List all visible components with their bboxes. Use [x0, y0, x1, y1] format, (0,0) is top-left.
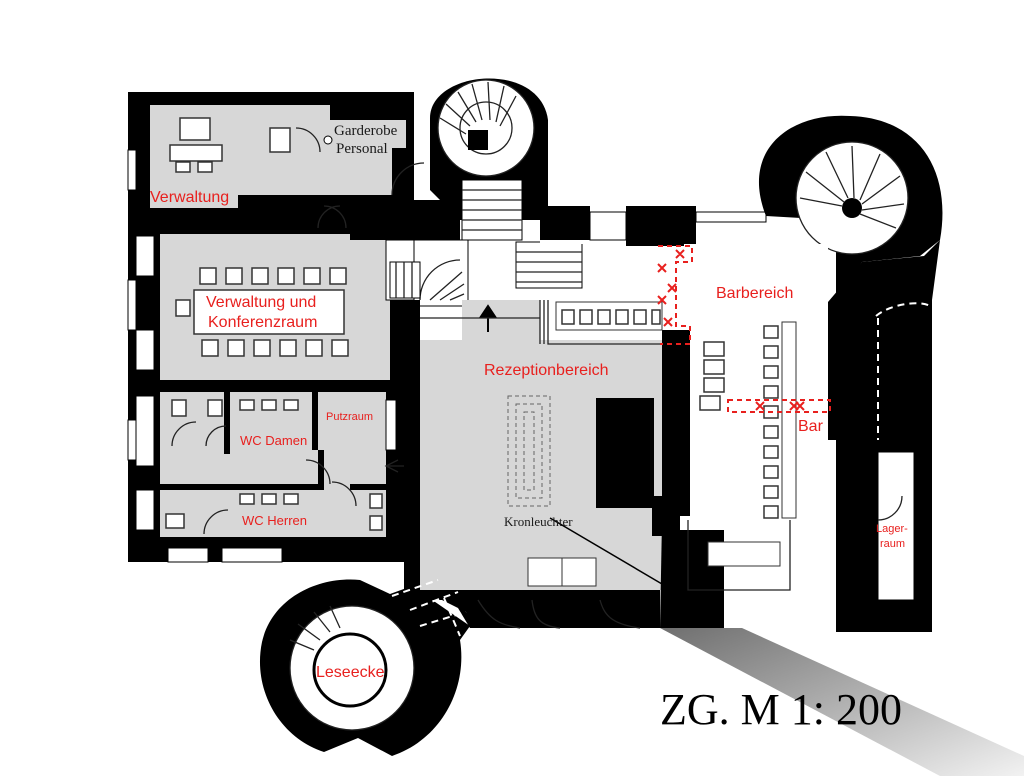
- label-konferenz-1: Verwaltung und: [206, 294, 316, 311]
- central-stairs: [350, 200, 583, 307]
- leseecke-tower: [259, 579, 470, 756]
- conference-table: [175, 267, 349, 357]
- label-leseecke: Leseecke: [316, 664, 385, 681]
- office-furniture: [169, 117, 425, 229]
- label-garderobe: Garderobe: [334, 123, 398, 139]
- scale-label: ZG. M 1: 200: [660, 685, 902, 734]
- label-verwaltung: Verwaltung: [150, 189, 229, 206]
- label-wc-damen: WC Damen: [240, 433, 307, 448]
- label-lager: Lager-: [876, 523, 908, 535]
- label-raum: raum: [880, 538, 905, 550]
- label-personal: Personal: [336, 141, 388, 157]
- label-bar: Bar: [798, 418, 824, 435]
- label-kronleuchter: Kronleuchter: [504, 514, 573, 529]
- upper-stair-tower: [430, 78, 548, 241]
- label-putzraum: Putzraum: [326, 411, 373, 423]
- room-labels: Verwaltung Garderobe Personal Verwaltung…: [150, 123, 908, 681]
- light-beam: [660, 628, 1024, 776]
- label-konferenz-2: Konferenzraum: [208, 314, 317, 331]
- bar-area: [540, 115, 943, 632]
- label-rezeption: Rezeptionbereich: [484, 362, 609, 379]
- label-barbereich: Barbereich: [716, 285, 793, 302]
- label-wc-herren: WC Herren: [242, 513, 307, 528]
- reception-area: [404, 300, 664, 629]
